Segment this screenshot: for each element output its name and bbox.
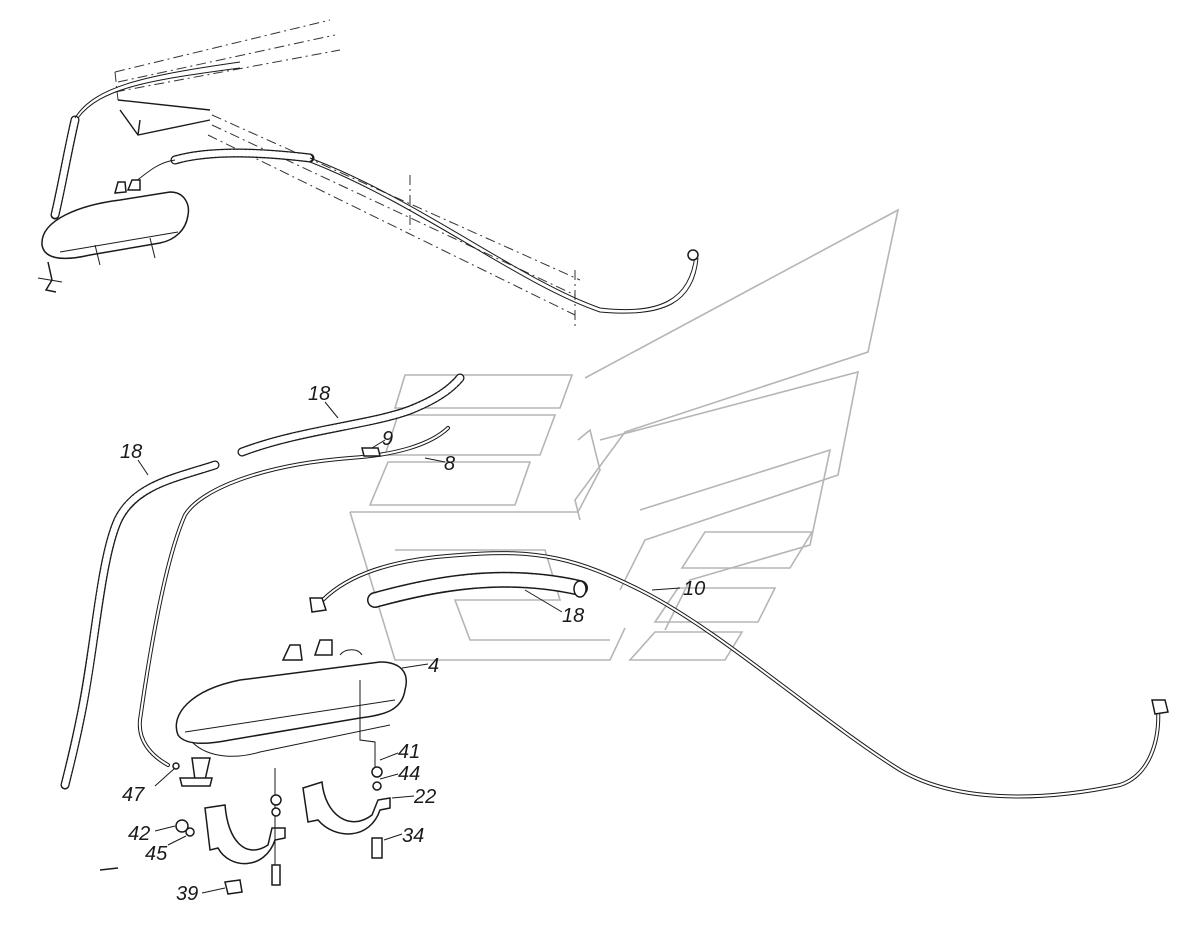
callout-8: 8 [444,453,455,475]
callout-10: 10 [683,578,705,600]
callout-18-left: 18 [120,441,142,463]
callout-41: 41 [398,741,420,763]
tank-4 [175,639,407,787]
callout-45: 45 [145,843,168,865]
tube-10 [309,551,1169,799]
leader-lines [137,401,681,894]
top-hose-routing [50,61,699,314]
callout-18-upper: 18 [308,383,330,405]
callout-34: 34 [402,825,424,847]
mounting-brackets [99,762,391,895]
callout-18-lower: 18 [562,605,584,627]
callout-42: 42 [128,823,150,845]
watermark-logo [349,208,900,661]
frame-rail-assembly [114,19,581,330]
callout-47: 47 [122,784,145,806]
callout-4: 4 [428,655,439,677]
callout-39: 39 [176,883,198,905]
hose-18-upper [237,373,465,457]
hose-18-left [60,460,220,790]
hose-18-lower [367,571,588,608]
tube-8-assembly [137,426,450,767]
top-tank-assembly [37,179,190,293]
callout-22: 22 [413,786,436,808]
callout-9: 9 [382,428,393,450]
callout-44: 44 [398,763,420,785]
callout-labels: 18 18 9 8 10 18 4 41 44 22 47 42 45 34 3… [120,383,705,905]
